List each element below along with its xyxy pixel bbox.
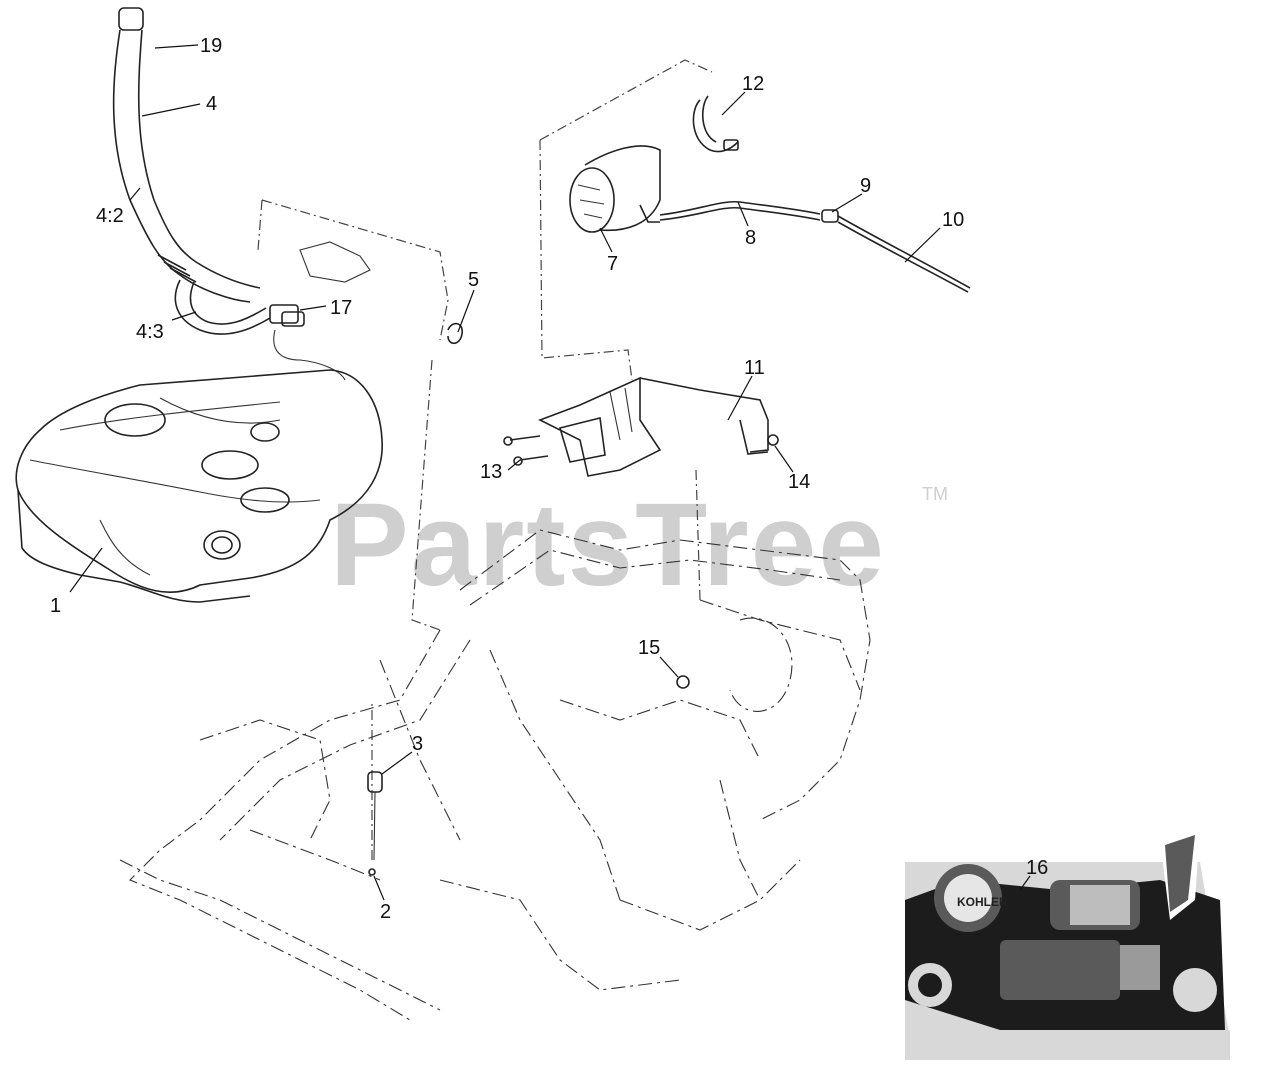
engine-brand-text: KOHLER — [957, 895, 1008, 909]
engine-photo-inset: KOHLER — [905, 828, 1230, 1060]
callout-3: 3 — [412, 733, 423, 755]
callout-19: 19 — [200, 35, 222, 57]
callout-15: 15 — [638, 637, 660, 659]
watermark-trademark: TM — [922, 484, 948, 504]
callout-14: 14 — [788, 471, 810, 493]
callout-8: 8 — [745, 227, 756, 249]
callout-9: 9 — [860, 175, 871, 197]
bracket-11 — [538, 376, 769, 477]
callout-2: 2 — [380, 901, 391, 923]
callout-10: 10 — [942, 209, 964, 231]
strap-12 — [692, 95, 739, 153]
fuel-fitting-17 — [269, 241, 371, 381]
callout-16: 16 — [1026, 857, 1048, 879]
callout-1: 1 — [50, 595, 61, 617]
callout-4: 4 — [206, 93, 217, 115]
mower-frame — [119, 529, 871, 1021]
clip-5 — [447, 322, 463, 345]
hardware — [503, 434, 779, 689]
callout-17: 17 — [330, 297, 352, 319]
canister-7 — [569, 145, 661, 233]
callout-12: 12 — [742, 73, 764, 95]
watermark-text: PartsTree — [330, 479, 886, 611]
callout-5: 5 — [468, 269, 479, 291]
fuel-tank-1 — [15, 369, 383, 603]
leader-lines — [69, 44, 1031, 901]
callout-labels: 19 4 4:2 4:3 17 1 5 12 9 10 8 7 11 13 14… — [50, 35, 1048, 923]
fuel-filter-3 — [367, 771, 383, 876]
hose-8-fitting-9-tube-10 — [659, 200, 971, 293]
callout-13: 13 — [480, 461, 502, 483]
callout-7: 7 — [607, 253, 618, 275]
assembly-frames — [257, 59, 713, 860]
callout-4-2: 4:2 — [96, 205, 124, 227]
callout-4-3: 4:3 — [136, 321, 164, 343]
filler-neck-hose — [112, 7, 271, 335]
callout-11: 11 — [744, 357, 765, 379]
